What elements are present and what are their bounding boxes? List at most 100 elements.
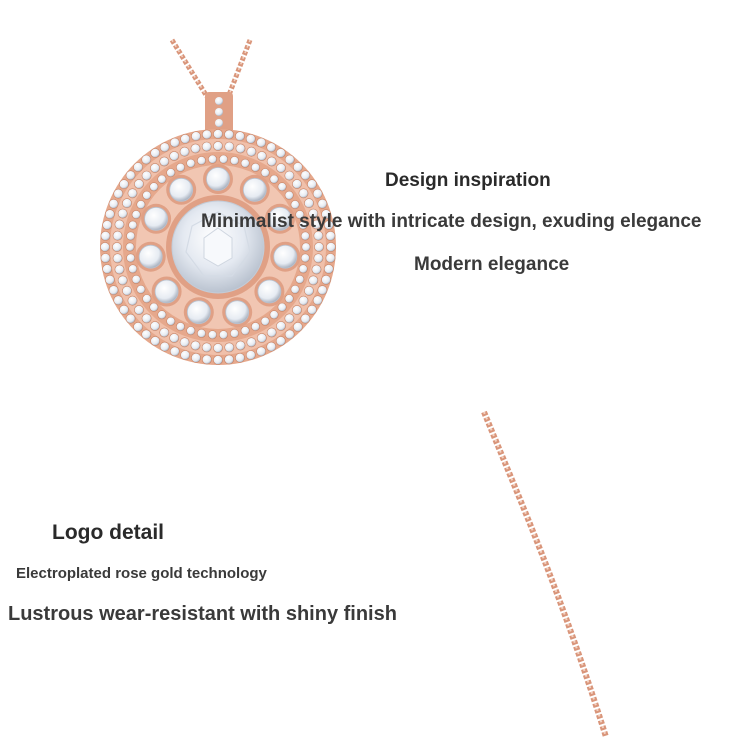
- pave-stone: [197, 156, 207, 166]
- pave-stone: [235, 131, 245, 142]
- pave-stone: [191, 131, 201, 142]
- pave-stone: [295, 210, 305, 220]
- pave-stone: [240, 158, 250, 168]
- pave-stone: [176, 322, 186, 332]
- pave-stone: [256, 346, 267, 357]
- pave-stone: [312, 295, 323, 306]
- pave-stone: [133, 321, 143, 332]
- bezel-stone: [273, 244, 298, 269]
- pave-stone: [224, 354, 234, 365]
- pave-stone: [141, 313, 152, 324]
- pave-stone: [113, 295, 124, 306]
- logo-technology-line: Electroplated rose gold technology: [16, 565, 267, 582]
- pave-stone: [266, 341, 277, 352]
- pave-stone: [150, 148, 161, 158]
- pave-stone: [141, 170, 152, 181]
- pave-stone: [136, 284, 146, 294]
- pave-stone: [256, 137, 267, 148]
- pave-stone: [131, 210, 141, 220]
- pave-stone: [159, 341, 170, 352]
- pave-stone: [112, 253, 123, 264]
- pave-stone: [298, 264, 308, 274]
- pave-stone: [235, 143, 246, 154]
- pave-stone: [251, 162, 261, 172]
- pave-stone: [240, 326, 250, 336]
- pave-stone: [112, 230, 123, 241]
- bezel-stone: [206, 167, 230, 191]
- logo-detail-heading: Logo detail: [52, 521, 164, 544]
- pave-stone: [219, 154, 229, 164]
- pave-stone: [311, 219, 322, 230]
- pave-stone: [117, 208, 128, 219]
- pave-stone: [292, 305, 302, 315]
- pave-stone: [108, 285, 119, 296]
- pave-stone: [169, 137, 180, 148]
- pave-stone: [169, 346, 180, 357]
- pave-stone: [277, 302, 287, 312]
- pave-stone: [245, 133, 256, 144]
- pave-stone: [119, 304, 129, 315]
- pave-stone: [276, 321, 286, 331]
- pave-stone: [317, 285, 328, 296]
- pave-stone: [260, 316, 270, 326]
- pave-stone: [213, 141, 223, 151]
- bezel-stone: [154, 279, 179, 304]
- pave-stone: [141, 154, 152, 165]
- pave-stone: [150, 163, 160, 173]
- bezel-stone: [267, 206, 292, 231]
- pave-stone: [219, 330, 229, 340]
- pave-stone: [127, 188, 138, 199]
- pave-stone: [126, 253, 136, 263]
- pave-stone: [125, 170, 136, 181]
- pave-stone: [235, 340, 246, 351]
- pave-stone: [100, 230, 111, 241]
- pave-stone: [284, 294, 294, 304]
- pave-stone: [292, 179, 302, 189]
- pave-stone: [304, 285, 314, 296]
- pave-stone: [157, 310, 167, 320]
- pave-stone: [304, 198, 314, 209]
- pave-stone: [186, 158, 196, 168]
- pave-stone: [149, 182, 159, 192]
- pave-stone: [300, 313, 311, 324]
- pave-stone: [180, 133, 191, 144]
- pave-stone: [300, 253, 310, 263]
- pave-stone: [284, 170, 295, 181]
- pave-stone: [150, 321, 160, 331]
- bezel-stone: [138, 244, 163, 269]
- pave-stone: [298, 295, 309, 306]
- pave-stone: [141, 329, 152, 340]
- pave-stone: [308, 275, 319, 286]
- pendant: [100, 129, 336, 365]
- pave-stone: [208, 330, 218, 340]
- pave-stone: [230, 328, 240, 338]
- pave-stone: [292, 321, 303, 332]
- pave-stone: [277, 182, 287, 192]
- pave-stone: [102, 220, 113, 230]
- pave-stone: [298, 220, 308, 230]
- bezel-stone: [257, 279, 282, 304]
- pave-stone: [260, 168, 270, 178]
- pave-stone: [269, 174, 279, 184]
- pave-stone: [114, 219, 125, 230]
- pave-stone: [122, 285, 132, 296]
- pave-stone: [157, 174, 167, 184]
- pave-stone: [127, 295, 138, 306]
- pave-stone: [126, 231, 136, 241]
- pave-stone: [313, 253, 324, 264]
- pave-stone: [134, 179, 144, 189]
- bezel-stone: [169, 177, 194, 202]
- pave-stone: [230, 156, 240, 166]
- pave-stone: [191, 352, 201, 363]
- pave-stone: [290, 200, 300, 210]
- pave-stone: [300, 231, 310, 241]
- pave-stone: [323, 220, 334, 230]
- pave-stone: [133, 162, 143, 172]
- pave-stone: [208, 154, 218, 164]
- logo-finish-line: Lustrous wear-resistant with shiny finis…: [8, 603, 397, 625]
- pave-stone: [284, 313, 295, 324]
- pave-stone: [142, 294, 152, 304]
- pave-stone: [213, 343, 223, 353]
- pave-stone: [201, 354, 212, 365]
- pave-stone: [201, 141, 212, 152]
